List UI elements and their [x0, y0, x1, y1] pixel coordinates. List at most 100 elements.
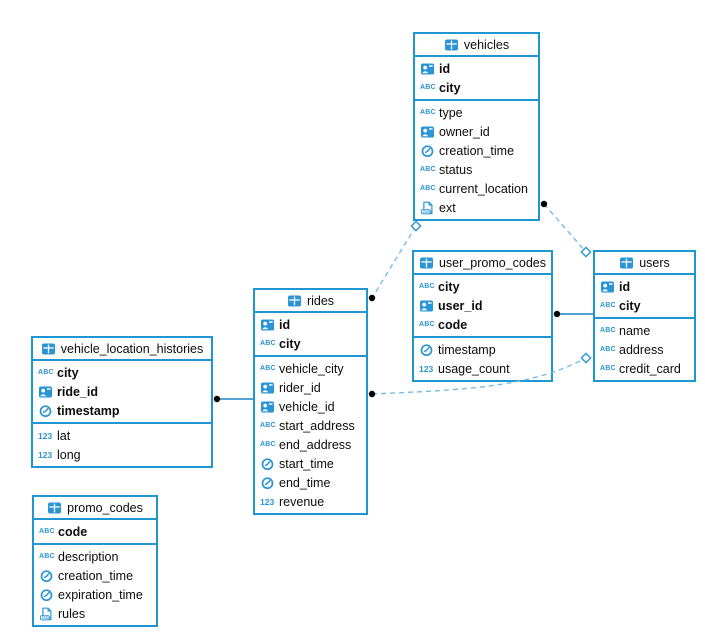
field-row[interactable]: ext — [415, 198, 538, 217]
field-row[interactable]: ABC city — [595, 296, 694, 315]
field-label: ext — [439, 200, 456, 215]
field-label: ride_id — [57, 384, 98, 399]
relationship-line-vehicles-users[interactable] — [543, 203, 587, 253]
table-header[interactable]: users — [595, 252, 694, 275]
field-row[interactable]: 123 long — [33, 445, 211, 464]
field-label: status — [439, 162, 473, 177]
table-name: promo_codes — [67, 500, 143, 515]
table-vehicle-location-histories[interactable]: vehicle_location_histories ABC city ride… — [31, 336, 213, 468]
field-label: end_address — [279, 437, 352, 452]
fields-section: ABC type owner_id creation_time ABC stat… — [415, 101, 538, 219]
relationship-line-rides-users[interactable] — [371, 357, 587, 395]
table-icon — [287, 294, 302, 308]
fields-section: ABC vehicle_city rider_id vehicle_id ABC… — [255, 357, 366, 513]
field-row[interactable]: 123 usage_count — [414, 359, 551, 378]
table-icon — [419, 256, 434, 270]
field-row[interactable]: 123 lat — [33, 426, 211, 445]
field-row[interactable]: ABC end_address — [255, 435, 366, 454]
field-row[interactable]: id — [255, 315, 366, 334]
field-label: owner_id — [439, 124, 490, 139]
table-promo-codes[interactable]: promo_codes ABC code ABC description cre… — [32, 495, 158, 627]
field-row[interactable]: id — [595, 277, 694, 296]
field-row[interactable]: user_id — [414, 296, 551, 315]
field-label: id — [619, 279, 631, 294]
field-label: start_time — [279, 456, 334, 471]
field-label: timestamp — [438, 342, 496, 357]
field-label: city — [438, 279, 460, 294]
text-type-icon: ABC — [38, 369, 54, 376]
table-users[interactable]: users id ABC city ABC name ABC address A… — [593, 250, 696, 382]
field-row[interactable]: ABC current_location — [415, 179, 538, 198]
field-row[interactable]: creation_time — [415, 141, 538, 160]
field-row[interactable]: ABC credit_card — [595, 359, 694, 378]
table-header[interactable]: user_promo_codes — [414, 252, 551, 275]
text-type-icon: ABC — [39, 528, 55, 535]
table-icon — [444, 38, 459, 52]
field-row[interactable]: ABC city — [255, 334, 366, 353]
field-label: code — [438, 317, 468, 332]
field-label: user_id — [438, 298, 483, 313]
field-row[interactable]: rider_id — [255, 378, 366, 397]
field-row[interactable]: ABC start_address — [255, 416, 366, 435]
field-row[interactable]: ABC city — [33, 363, 211, 382]
table-vehicles[interactable]: vehicles id ABC city ABC type owner_id — [413, 32, 540, 221]
field-label: rules — [58, 606, 86, 621]
field-label: revenue — [279, 494, 325, 509]
field-row[interactable]: ABC address — [595, 340, 694, 359]
field-label: city — [439, 80, 461, 95]
id-badge-icon — [260, 318, 275, 332]
field-row[interactable]: 123 revenue — [255, 492, 366, 511]
field-row[interactable]: ABC description — [34, 547, 156, 566]
field-row[interactable]: ABC vehicle_city — [255, 359, 366, 378]
text-type-icon: ABC — [600, 327, 616, 334]
field-row[interactable]: timestamp — [414, 340, 551, 359]
clock-icon — [260, 476, 275, 490]
table-header[interactable]: vehicles — [415, 34, 538, 57]
field-label: id — [279, 317, 291, 332]
field-row[interactable]: ABC city — [414, 277, 551, 296]
table-icon — [41, 342, 56, 356]
field-row[interactable]: owner_id — [415, 122, 538, 141]
field-row[interactable]: vehicle_id — [255, 397, 366, 416]
text-type-icon: ABC — [419, 321, 435, 328]
id-badge-icon — [260, 400, 275, 414]
clock-icon — [419, 343, 434, 357]
table-header[interactable]: rides — [255, 290, 366, 313]
clock-icon — [420, 144, 435, 158]
field-label: city — [279, 336, 301, 351]
json-icon — [420, 201, 435, 215]
field-row[interactable]: end_time — [255, 473, 366, 492]
field-label: type — [439, 105, 463, 120]
table-icon — [47, 501, 62, 515]
id-badge-icon — [260, 381, 275, 395]
table-name: users — [639, 255, 670, 270]
number-type-icon: 123 — [38, 449, 53, 460]
field-row[interactable]: ABC code — [34, 522, 156, 541]
field-row[interactable]: ride_id — [33, 382, 211, 401]
relationship-line-vehicles-rides[interactable] — [371, 225, 417, 299]
field-label: id — [439, 61, 451, 76]
table-rides[interactable]: rides id ABC city ABC vehicle_city rider… — [253, 288, 368, 515]
table-user-promo-codes[interactable]: user_promo_codes ABC city user_id ABC co… — [412, 250, 553, 382]
field-row[interactable]: creation_time — [34, 566, 156, 585]
table-header[interactable]: promo_codes — [34, 497, 156, 520]
field-row[interactable]: ABC city — [415, 78, 538, 97]
field-row[interactable]: ABC status — [415, 160, 538, 179]
field-row[interactable]: start_time — [255, 454, 366, 473]
field-row[interactable]: id — [415, 59, 538, 78]
field-row[interactable]: ABC name — [595, 321, 694, 340]
field-row[interactable]: rules — [34, 604, 156, 623]
fields-section: 123 lat 123 long — [33, 424, 211, 466]
field-label: timestamp — [57, 403, 120, 418]
table-header[interactable]: vehicle_location_histories — [33, 338, 211, 361]
field-label: current_location — [439, 181, 528, 196]
field-row[interactable]: ABC type — [415, 103, 538, 122]
primary-key-section: ABC code — [34, 520, 156, 545]
clock-icon — [39, 588, 54, 602]
field-label: lat — [57, 428, 71, 443]
field-row[interactable]: expiration_time — [34, 585, 156, 604]
field-row[interactable]: timestamp — [33, 401, 211, 420]
field-label: city — [619, 298, 641, 313]
field-row[interactable]: ABC code — [414, 315, 551, 334]
